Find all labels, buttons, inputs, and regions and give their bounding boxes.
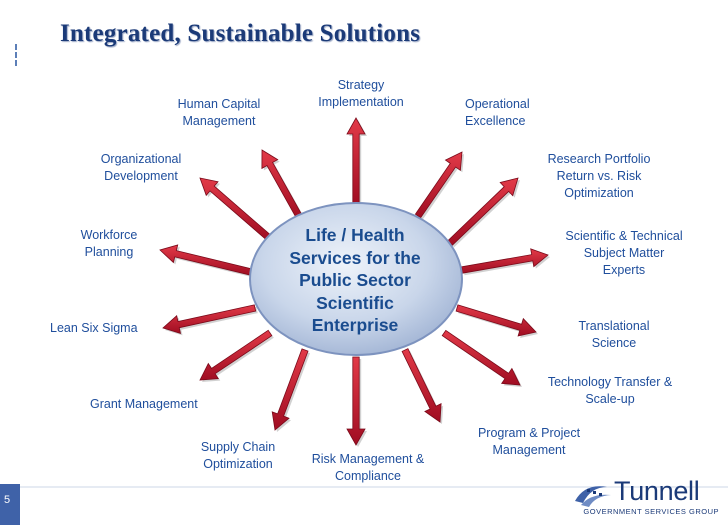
footer-band — [0, 486, 728, 527]
label-line: Compliance — [334, 469, 401, 483]
hub-ellipse — [249, 202, 463, 356]
spoke-label-leansix: Lean Six Sigma — [50, 320, 138, 337]
hub-line: Services for the — [289, 247, 421, 268]
label-line: Grant Management — [90, 397, 198, 411]
spoke-label-sme: Scientific & Technical Subject Matter Ex… — [550, 228, 698, 279]
spoke-label-risk: Risk Management & Compliance — [302, 451, 434, 485]
left-margin — [0, 0, 8, 525]
label-line: Optimization — [203, 457, 273, 471]
spoke-label-translational: Translational Science — [560, 318, 668, 352]
arrow-leansix — [162, 304, 257, 334]
label-line: Scale-up — [585, 392, 635, 406]
label-line: Science — [591, 336, 637, 350]
logo-wordmark: Tunnell — [614, 476, 700, 506]
label-line: Development — [104, 169, 178, 183]
spoke-label-program: Program & Project Management — [465, 425, 593, 459]
label-line: Research Portfolio — [547, 152, 651, 166]
arrow-humancap — [261, 149, 304, 221]
label-line: Implementation — [318, 95, 404, 109]
label-line: Risk Management & — [311, 452, 425, 466]
spoke-label-grant: Grant Management — [90, 396, 198, 413]
page-number: 5 — [4, 494, 11, 506]
arrow-risk — [346, 356, 366, 446]
arrow-workforce — [159, 244, 253, 276]
hub-line: Scientific — [316, 292, 394, 313]
label-line: Optimization — [564, 186, 634, 200]
label-line: Subject Matter — [583, 246, 665, 260]
label-line: Technology Transfer & — [547, 375, 673, 389]
spoke-label-operational: Operational Excellence — [465, 96, 530, 130]
page-number-box — [0, 484, 20, 525]
logo-swoosh-icon — [575, 486, 611, 507]
label-line: Lean Six Sigma — [50, 321, 138, 335]
label-line: Supply Chain — [200, 440, 276, 454]
spoke-label-humancap: Human Capital Management — [167, 96, 271, 130]
label-line: Return vs. Risk — [556, 169, 642, 183]
hub-line: Public Sector — [299, 270, 411, 290]
company-logo: Tunnell GOVERNMENT SERVICES GROUP — [573, 476, 719, 518]
label-line: Management — [182, 114, 256, 128]
arrow-operational — [414, 151, 463, 219]
arrow-research — [447, 177, 519, 246]
spoke-label-workforce: Workforce Planning — [70, 227, 148, 261]
label-line: Program & Project — [477, 426, 581, 440]
spoke-label-techtransfer: Technology Transfer & Scale-up — [530, 374, 690, 408]
arrow-strategy — [346, 117, 366, 206]
arrow-sme — [461, 248, 549, 274]
label-line: Scientific & Technical — [565, 229, 683, 243]
hub-line: Life / Health — [305, 225, 405, 245]
label-line: Translational — [578, 319, 650, 333]
hub-line: Enterprise — [311, 315, 399, 335]
arrow-translational — [455, 304, 537, 337]
label-line: Organizational — [100, 152, 182, 166]
arrow-program — [401, 348, 442, 423]
logo-tagline: GOVERNMENT SERVICES GROUP — [583, 507, 719, 516]
arrow-orgdev — [199, 177, 271, 240]
label-line: Planning — [84, 245, 134, 259]
margin-mark — [13, 42, 21, 74]
label-line: Strategy — [337, 78, 385, 92]
spoke-label-strategy: Strategy Implementation — [311, 77, 411, 111]
label-line: Operational — [465, 97, 530, 111]
arrow-grant — [199, 329, 273, 381]
label-line: Management — [492, 443, 566, 457]
hub-text: Life / Health Services for the Public Se… — [270, 224, 440, 337]
label-line: Human Capital — [177, 97, 261, 111]
arrow-techtransfer — [441, 329, 521, 386]
label-line: Workforce — [80, 228, 138, 242]
slide-title: Integrated, Sustainable Solutions — [60, 20, 421, 47]
label-line: Excellence — [465, 114, 526, 128]
spoke-label-supply: Supply Chain Optimization — [188, 439, 288, 473]
label-line: Experts — [602, 263, 646, 277]
arrows-layer — [159, 117, 550, 447]
arrow-supply — [271, 348, 309, 431]
spoke-label-research: Research Portfolio Return vs. Risk Optim… — [531, 151, 667, 202]
spoke-label-orgdev: Organizational Development — [88, 151, 194, 185]
